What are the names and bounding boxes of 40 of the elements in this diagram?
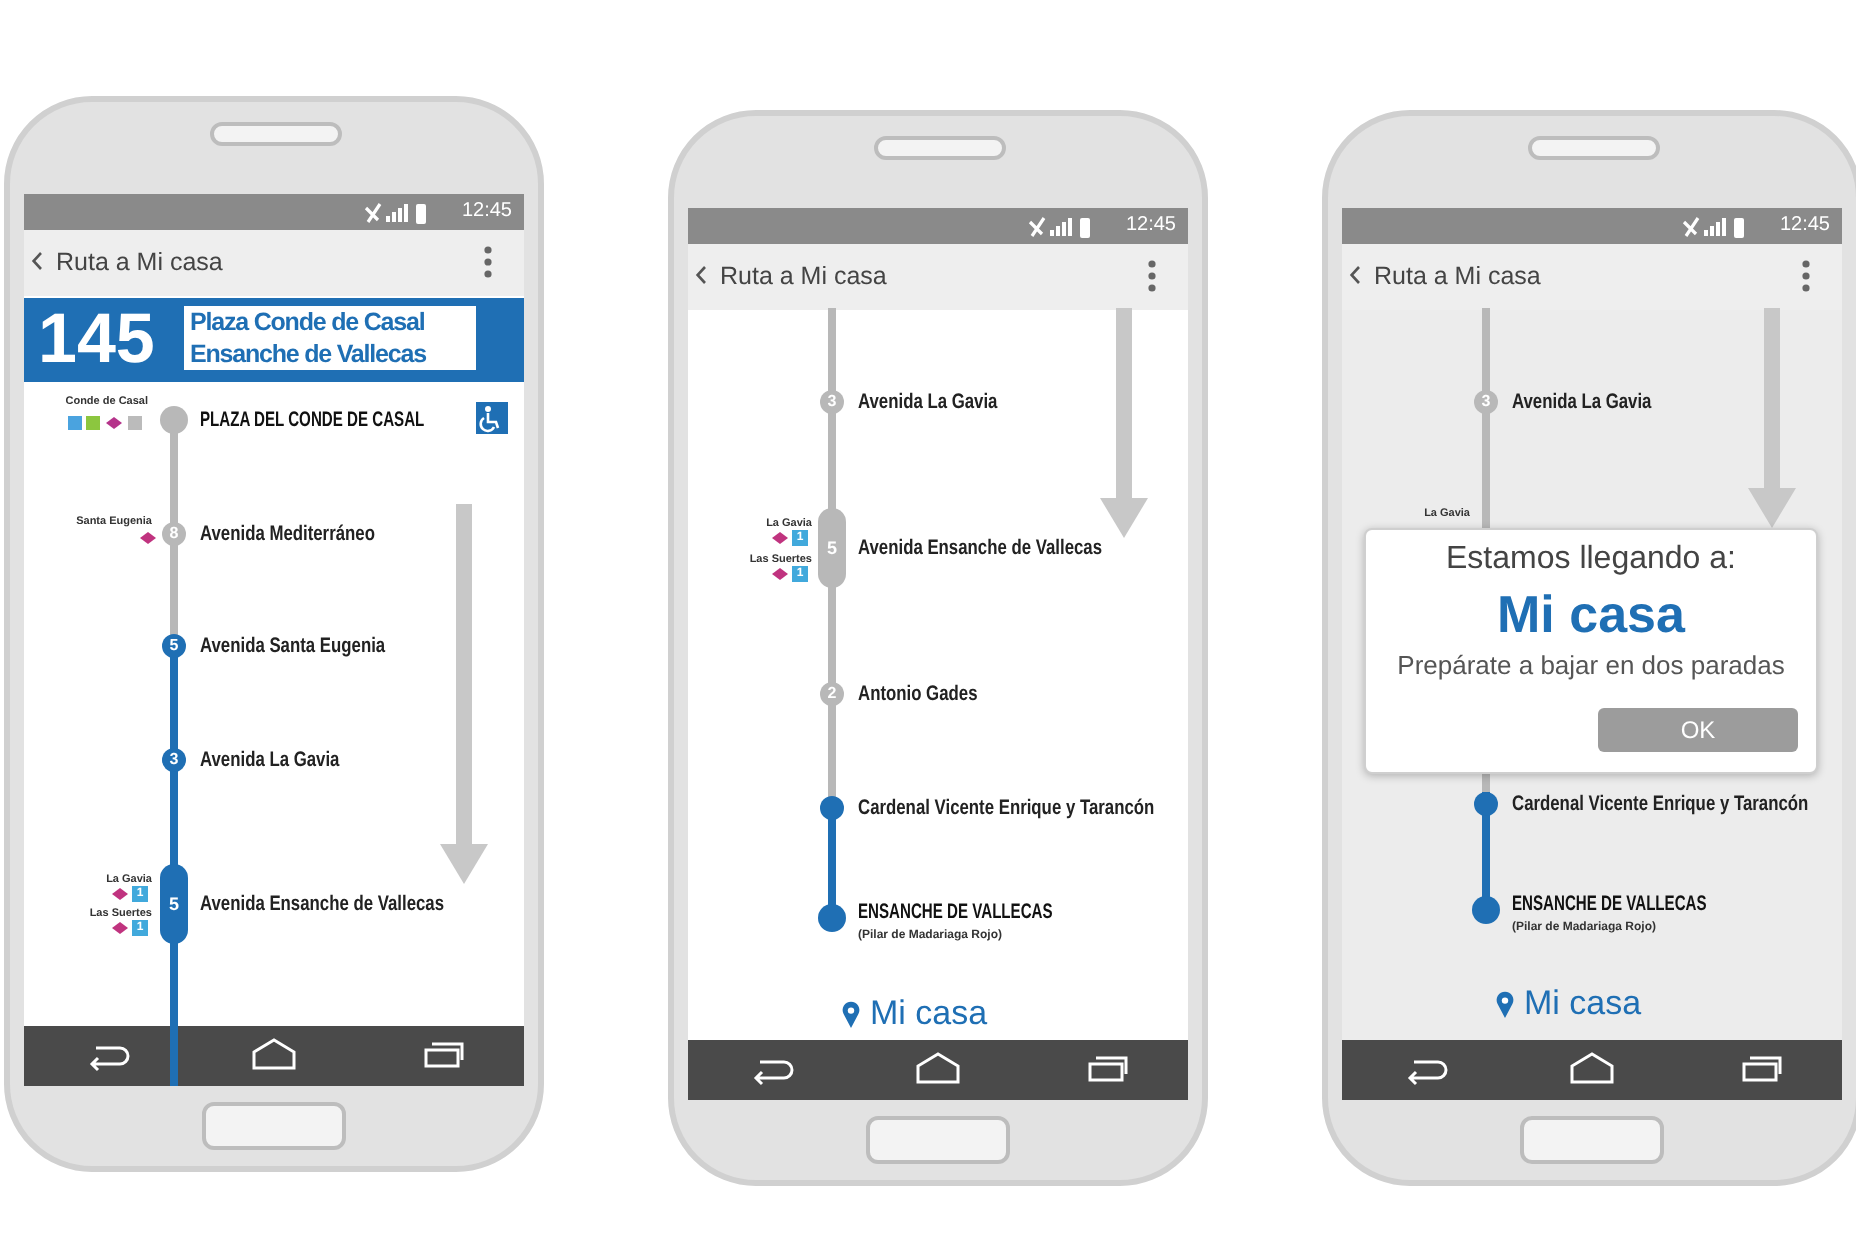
destination-name: Mi casa	[870, 994, 988, 1034]
smartphone	[1322, 110, 1856, 1186]
screen-title: Ruta a Mi casa	[720, 260, 887, 292]
route-banner	[24, 298, 524, 382]
dialog-destination: Mi casa	[1497, 584, 1685, 646]
stop-name: Avenida Mediterráneo	[200, 520, 375, 548]
stop-name: ENSANCHE DE VALLECAS	[1512, 890, 1707, 918]
route-number: 145	[38, 300, 155, 380]
smartphone	[668, 110, 1208, 1186]
stop-number: 3	[162, 748, 186, 772]
stop-name: Antonio Gades	[858, 680, 978, 708]
smartphone	[4, 96, 544, 1172]
dialog-message: Prepárate a bajar en dos paradas	[1397, 650, 1785, 680]
screen-title: Ruta a Mi casa	[56, 246, 223, 278]
destination-name: Mi casa	[1524, 984, 1642, 1024]
screen-title: Ruta a Mi casa	[1374, 260, 1541, 292]
stop-name: Cardenal Vicente Enrique y Tarancón	[1512, 790, 1809, 818]
stop-number: 5	[160, 864, 188, 944]
stop-name: Cardenal Vicente Enrique y Tarancón	[858, 794, 1155, 822]
stop-number: 3	[1474, 390, 1498, 414]
route-destinations: Plaza Conde de Casal Ensanche de Vallecas	[184, 306, 476, 370]
stop-name: PLAZA DEL CONDE DE CASAL	[200, 406, 425, 434]
stop-name: Avenida La Gavia	[200, 746, 340, 774]
stop-name: Avenida Ensanche de Vallecas	[200, 890, 445, 918]
ok-button: OK	[1598, 708, 1798, 752]
stop-number: 2	[820, 682, 844, 706]
stop-name: ENSANCHE DE VALLECAS	[858, 898, 1053, 926]
stop-number: 3	[820, 390, 844, 414]
stop-number: 5	[162, 634, 186, 658]
stop-number: 5	[818, 508, 846, 588]
stop-name: Avenida Santa Eugenia	[200, 632, 386, 660]
stop-name: Avenida La Gavia	[1512, 388, 1652, 416]
dialog-heading: Estamos llegando a:	[1446, 542, 1736, 578]
status-time: 12:45	[1125, 214, 1176, 238]
dialog-box	[1364, 528, 1818, 774]
stop-number: 8	[162, 522, 186, 546]
status-time: 12:45	[461, 200, 512, 224]
stop-name: Avenida La Gavia	[858, 388, 998, 416]
status-time: 12:45	[1779, 214, 1830, 238]
stop-name: Avenida Ensanche de Vallecas	[858, 534, 1103, 562]
